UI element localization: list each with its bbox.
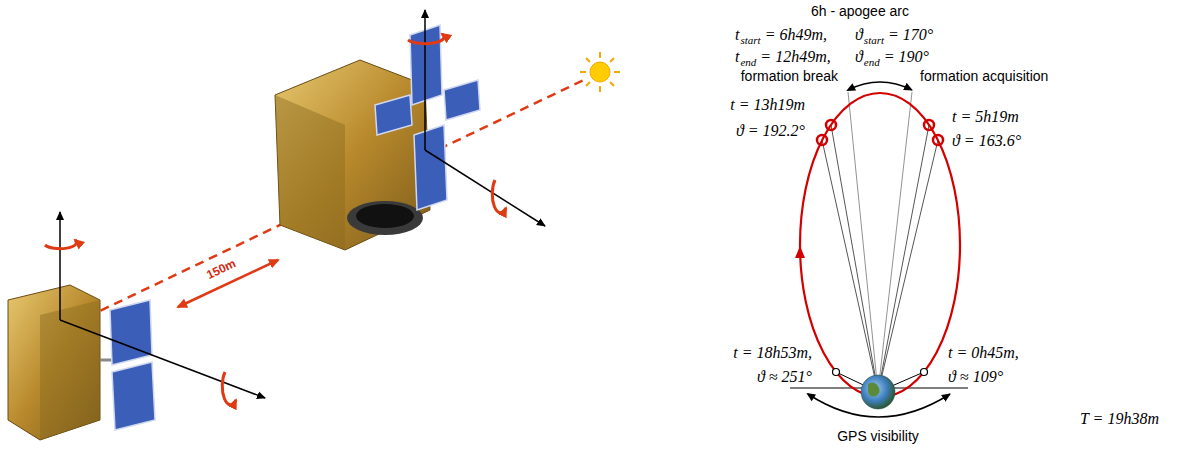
label-text: formation acquisition [920, 68, 1048, 84]
time-value: t = 13h19m [730, 96, 805, 114]
distance-label: 150m [204, 257, 237, 282]
label-text: t [735, 26, 739, 43]
anomaly-value: ϑ = 163.6° [952, 132, 1021, 150]
label-text: t = 5h19m [952, 108, 1019, 125]
orbit-points [817, 120, 943, 376]
label-text: t = 18h53m, [733, 344, 812, 361]
time-value: tstart = 6h49m, [735, 26, 827, 46]
label-text: = 170° [888, 26, 933, 43]
anomaly-value: ϑend = 190° [855, 48, 929, 68]
anomaly-value: ϑstart = 170° [855, 26, 933, 46]
subscript-text: start [740, 34, 760, 46]
label-text: ϑ = 163.6° [952, 132, 1021, 149]
earth-symbol [861, 375, 895, 409]
event-label: formation acquisition [920, 69, 1048, 84]
label-text: ϑ [855, 48, 863, 65]
label-text: = 190° [884, 48, 929, 65]
sun-symbol [580, 52, 620, 92]
label-text: GPS visibility [837, 428, 919, 444]
arc-title: 6h - apogee arc [811, 4, 909, 19]
label-text: t = 13h19m [730, 96, 805, 113]
subscript-text: end [740, 56, 756, 68]
time-value: t = 5h19m [952, 108, 1019, 126]
label-text: ϑ ≈ 251° [757, 368, 812, 385]
label-text: t = 0h45m, [948, 344, 1019, 361]
anomaly-value: ϑ ≈ 251° [757, 368, 812, 386]
chaser-axes [45, 212, 265, 405]
period-value: T = 19h38m [1080, 410, 1159, 428]
time-value: tend = 12h49m, [735, 48, 831, 68]
label-text: 6h - apogee arc [811, 3, 909, 19]
label-text: = 6h49m, [765, 26, 827, 43]
orbit-lines [790, 92, 968, 392]
gps-label: GPS visibility [837, 429, 919, 444]
target-satellite [275, 25, 480, 250]
label-text: ϑ ≈ 109° [948, 368, 1003, 385]
label-text: 150m [204, 257, 238, 283]
time-value: t = 0h45m, [948, 344, 1019, 362]
subscript-text: start [864, 34, 884, 46]
label-text: = 12h49m, [760, 48, 830, 65]
target-axes [408, 10, 545, 226]
label-text: t [735, 48, 739, 65]
time-value: t = 18h53m, [733, 344, 812, 362]
label-text: T = 19h38m [1080, 410, 1159, 427]
apogee-arc [848, 82, 912, 90]
label-text: ϑ = 192.2° [736, 122, 805, 139]
label-text: ϑ [855, 26, 863, 43]
anomaly-value: ϑ ≈ 109° [948, 368, 1003, 386]
event-label: formation break [741, 69, 838, 84]
orbit-ellipse [795, 93, 960, 397]
subscript-text: end [864, 56, 880, 68]
anomaly-value: ϑ = 192.2° [736, 122, 805, 140]
label-text: formation break [741, 68, 838, 84]
chaser-satellite [8, 285, 155, 440]
